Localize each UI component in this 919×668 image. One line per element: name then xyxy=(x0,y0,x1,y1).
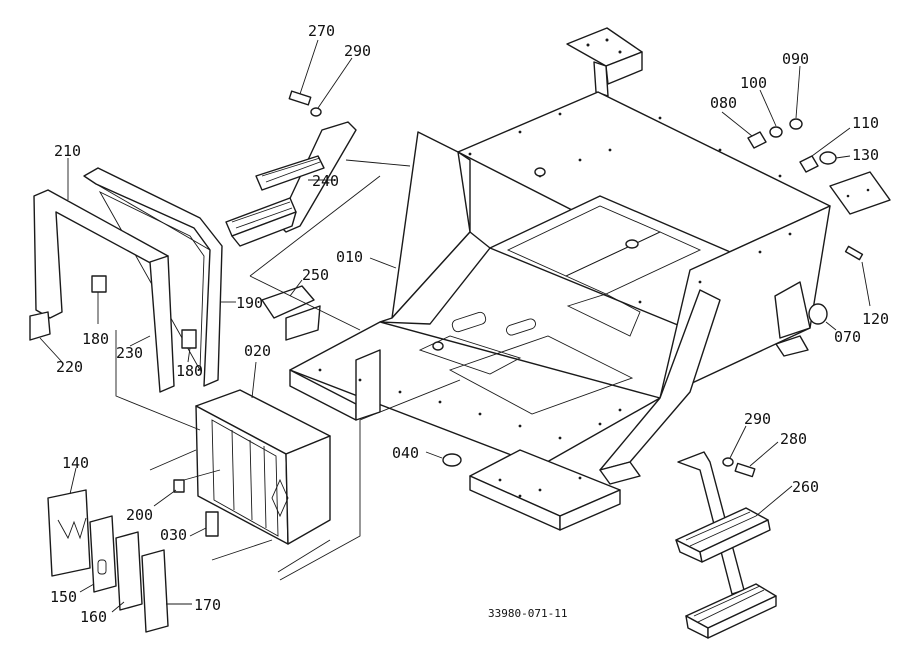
clip-180a xyxy=(91,275,107,293)
panel-170 xyxy=(141,549,169,633)
label-250: 250 xyxy=(302,266,329,284)
label-160: 160 xyxy=(80,608,107,626)
panel-160 xyxy=(115,531,143,611)
main-frame-010 xyxy=(289,27,891,531)
label-180b: 180 xyxy=(176,362,203,380)
grommet-040 xyxy=(442,453,462,467)
label-010: 010 xyxy=(336,248,363,266)
label-170: 170 xyxy=(194,596,221,614)
label-180a: 180 xyxy=(82,330,109,348)
bolt-280 xyxy=(734,462,756,478)
bolt-200 xyxy=(173,479,185,493)
label-240: 240 xyxy=(312,172,339,190)
panel-140 xyxy=(47,489,91,577)
step-260 xyxy=(675,451,777,639)
label-290b: 290 xyxy=(744,410,771,428)
washer-290a xyxy=(310,107,322,117)
label-270: 270 xyxy=(308,22,335,40)
frame-210 xyxy=(29,189,175,393)
label-110: 110 xyxy=(852,114,879,132)
label-040: 040 xyxy=(392,444,419,462)
bolt-030 xyxy=(205,511,219,537)
label-140: 140 xyxy=(62,454,89,472)
step-240 xyxy=(225,121,357,247)
label-260: 260 xyxy=(792,478,819,496)
fitting-080-090-100 xyxy=(747,118,803,149)
label-070: 070 xyxy=(834,328,861,346)
pin-120 xyxy=(844,245,864,261)
label-210: 210 xyxy=(54,142,81,160)
label-120: 120 xyxy=(862,310,889,328)
washer-290b xyxy=(722,457,734,467)
bracket-020 xyxy=(195,389,331,545)
label-020: 020 xyxy=(244,342,271,360)
bracket-250 xyxy=(261,285,321,341)
label-190: 190 xyxy=(236,294,263,312)
label-280: 280 xyxy=(780,430,807,448)
label-200: 200 xyxy=(126,506,153,524)
fitting-110-130 xyxy=(799,151,837,173)
clip-180b xyxy=(181,329,197,349)
bolt-270 xyxy=(288,90,312,106)
label-100: 100 xyxy=(740,74,767,92)
panel-150 xyxy=(89,515,117,593)
drawing-code: 33980-071-11 xyxy=(488,607,567,620)
label-030: 030 xyxy=(160,526,187,544)
assembly-lines xyxy=(115,159,461,581)
label-230: 230 xyxy=(116,344,143,362)
label-080: 080 xyxy=(710,94,737,112)
part-labels: 270 290 090 100 080 110 130 210 240 010 … xyxy=(39,22,889,626)
label-220: 220 xyxy=(56,358,83,376)
label-130: 130 xyxy=(852,146,879,164)
label-090: 090 xyxy=(782,50,809,68)
grommet-070 xyxy=(808,303,828,325)
label-150: 150 xyxy=(50,588,77,606)
label-290a: 290 xyxy=(344,42,371,60)
